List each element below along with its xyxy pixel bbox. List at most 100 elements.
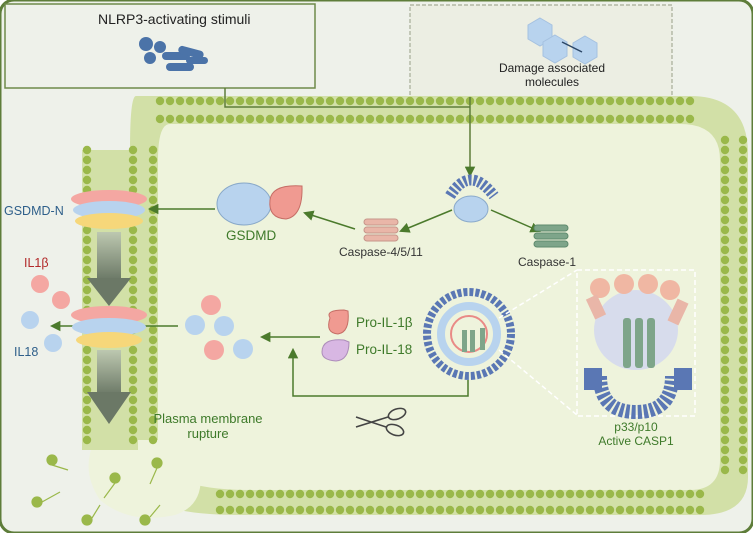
lipid-head bbox=[738, 245, 748, 255]
lipid-head bbox=[738, 145, 748, 155]
lipid-head bbox=[405, 489, 415, 499]
lipid-head bbox=[235, 505, 245, 515]
lipid-head bbox=[415, 505, 425, 515]
lipid-head bbox=[565, 96, 575, 106]
lipid-head bbox=[148, 365, 158, 375]
lipid-head bbox=[385, 489, 395, 499]
lipid-head bbox=[148, 375, 158, 385]
lipid-head bbox=[205, 96, 215, 106]
lipid-head bbox=[295, 505, 305, 515]
lipid-head bbox=[615, 96, 625, 106]
lipid-head bbox=[305, 114, 315, 124]
lipid-head bbox=[635, 505, 645, 515]
lipid-head bbox=[605, 96, 615, 106]
lipid-head bbox=[720, 385, 730, 395]
stimuli-label: NLRP3-activating stimuli bbox=[98, 11, 251, 27]
lipid-head bbox=[635, 96, 645, 106]
lipid-head bbox=[465, 505, 475, 515]
lipid-head bbox=[545, 114, 555, 124]
lipid-head bbox=[315, 114, 325, 124]
lipid-head bbox=[185, 96, 195, 106]
lipid-head bbox=[495, 114, 505, 124]
lipid-head bbox=[675, 114, 685, 124]
lipid-head bbox=[365, 489, 375, 499]
lipid-head bbox=[720, 205, 730, 215]
lipid-head bbox=[148, 345, 158, 355]
lipid-head bbox=[128, 165, 138, 175]
lipid-head bbox=[395, 114, 405, 124]
lipid-head bbox=[555, 489, 565, 499]
lipid-head bbox=[375, 489, 385, 499]
lipid-head bbox=[285, 489, 295, 499]
active-casp1-label: Active CASP1 bbox=[598, 434, 674, 448]
lipid-head bbox=[665, 489, 675, 499]
il1b-label: IL1β bbox=[24, 256, 49, 270]
lipid-head bbox=[575, 114, 585, 124]
lipid-head bbox=[148, 305, 158, 315]
lipid-head bbox=[355, 96, 365, 106]
lipid-head bbox=[720, 145, 730, 155]
lipid-head bbox=[645, 96, 655, 106]
lipid-head bbox=[155, 114, 165, 124]
lipid-head bbox=[82, 175, 92, 185]
lipid-head bbox=[720, 265, 730, 275]
lipid-head bbox=[148, 215, 158, 225]
lipid-head bbox=[720, 225, 730, 235]
lipid-head bbox=[525, 114, 535, 124]
lipid-head bbox=[575, 489, 585, 499]
lipid-head bbox=[148, 225, 158, 235]
stimuli-connector bbox=[224, 88, 470, 108]
lipid-head bbox=[615, 505, 625, 515]
released-cytokines bbox=[21, 275, 70, 352]
gsdmd-n-label: GSDMD-N bbox=[4, 204, 64, 218]
lipid-head bbox=[665, 505, 675, 515]
lipid-head bbox=[255, 96, 265, 106]
lipid-head bbox=[738, 445, 748, 455]
inflammasome-ring bbox=[423, 288, 515, 380]
lipid-head bbox=[175, 96, 185, 106]
lipid-head bbox=[365, 505, 375, 515]
lipid-head bbox=[245, 96, 255, 106]
lipid-head bbox=[738, 415, 748, 425]
lipid-head bbox=[128, 255, 138, 265]
lipid-head bbox=[345, 489, 355, 499]
lipid-head bbox=[365, 96, 375, 106]
lipid-head bbox=[265, 505, 275, 515]
lipid-head bbox=[738, 345, 748, 355]
lipid-head bbox=[535, 505, 545, 515]
lipid-head bbox=[82, 165, 92, 175]
lipid-head bbox=[195, 96, 205, 106]
lipid-head bbox=[635, 489, 645, 499]
lipid-head bbox=[720, 195, 730, 205]
lipid-head bbox=[465, 489, 475, 499]
lipid-head bbox=[685, 489, 695, 499]
inflammasome-top bbox=[445, 174, 499, 223]
lipid-head bbox=[575, 96, 585, 106]
lipid-head bbox=[595, 114, 605, 124]
lipid-head bbox=[82, 355, 92, 365]
lipid-head bbox=[555, 114, 565, 124]
lipid-head bbox=[495, 505, 505, 515]
lipid-head bbox=[425, 114, 435, 124]
lipid-head bbox=[738, 135, 748, 145]
lipid-head bbox=[335, 489, 345, 499]
lipid-head bbox=[738, 255, 748, 265]
lipid-head bbox=[605, 505, 615, 515]
lipid-head bbox=[235, 489, 245, 499]
lipid-head bbox=[675, 96, 685, 106]
lipid-head bbox=[585, 505, 595, 515]
pro-il1b-label: Pro-IL-1β bbox=[356, 315, 413, 330]
lipid-head bbox=[485, 505, 495, 515]
lipid-head bbox=[405, 114, 415, 124]
lipid-head bbox=[265, 96, 275, 106]
lipid-head bbox=[215, 489, 225, 499]
lipid-head bbox=[128, 375, 138, 385]
lipid-head bbox=[738, 325, 748, 335]
gsdmd-n-pore-mid bbox=[71, 306, 147, 348]
lipid-head bbox=[415, 114, 425, 124]
lipid-head bbox=[355, 505, 365, 515]
lipid-head bbox=[275, 489, 285, 499]
lipid-head bbox=[128, 225, 138, 235]
zoom-line-bottom bbox=[498, 349, 578, 416]
lipid-head bbox=[675, 489, 685, 499]
